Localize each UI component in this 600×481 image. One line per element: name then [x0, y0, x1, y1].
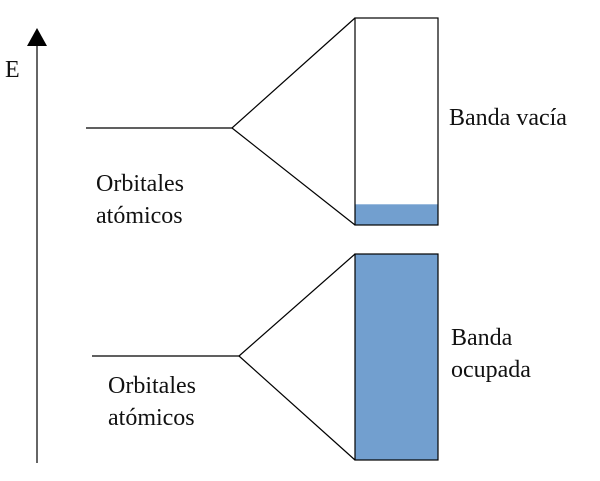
- upper-orbitals-label: Orbitales atómicos: [96, 168, 184, 232]
- lower-band-box: [354, 253, 439, 461]
- upper-fan-bottom: [231, 127, 356, 226]
- upper-band-box: [354, 17, 439, 226]
- lower-fan-bottom: [238, 355, 356, 461]
- energy-axis-arrowhead: [27, 28, 47, 46]
- empty-band-label: Banda vacía: [449, 105, 567, 131]
- upper-fan-top: [231, 17, 356, 129]
- lower-orbitals-label-line2: atómicos: [108, 405, 195, 431]
- upper-orbitals-label-line1: Orbitales: [96, 171, 184, 197]
- occupied-band-label: Banda ocupada: [451, 322, 531, 386]
- occupied-band-label-line2: ocupada: [451, 357, 531, 383]
- lower-fan-top: [238, 253, 356, 357]
- lower-band-filled-portion: [355, 254, 438, 460]
- upper-orbitals-label-line2: atómicos: [96, 203, 183, 229]
- occupied-band-label-line1: Banda: [451, 325, 513, 351]
- upper-band-filled-portion: [355, 204, 438, 225]
- lower-orbitals-label: Orbitales atómicos: [108, 370, 196, 434]
- lower-orbitals-label-line1: Orbitales: [108, 373, 196, 399]
- energy-axis-label: E: [5, 57, 20, 83]
